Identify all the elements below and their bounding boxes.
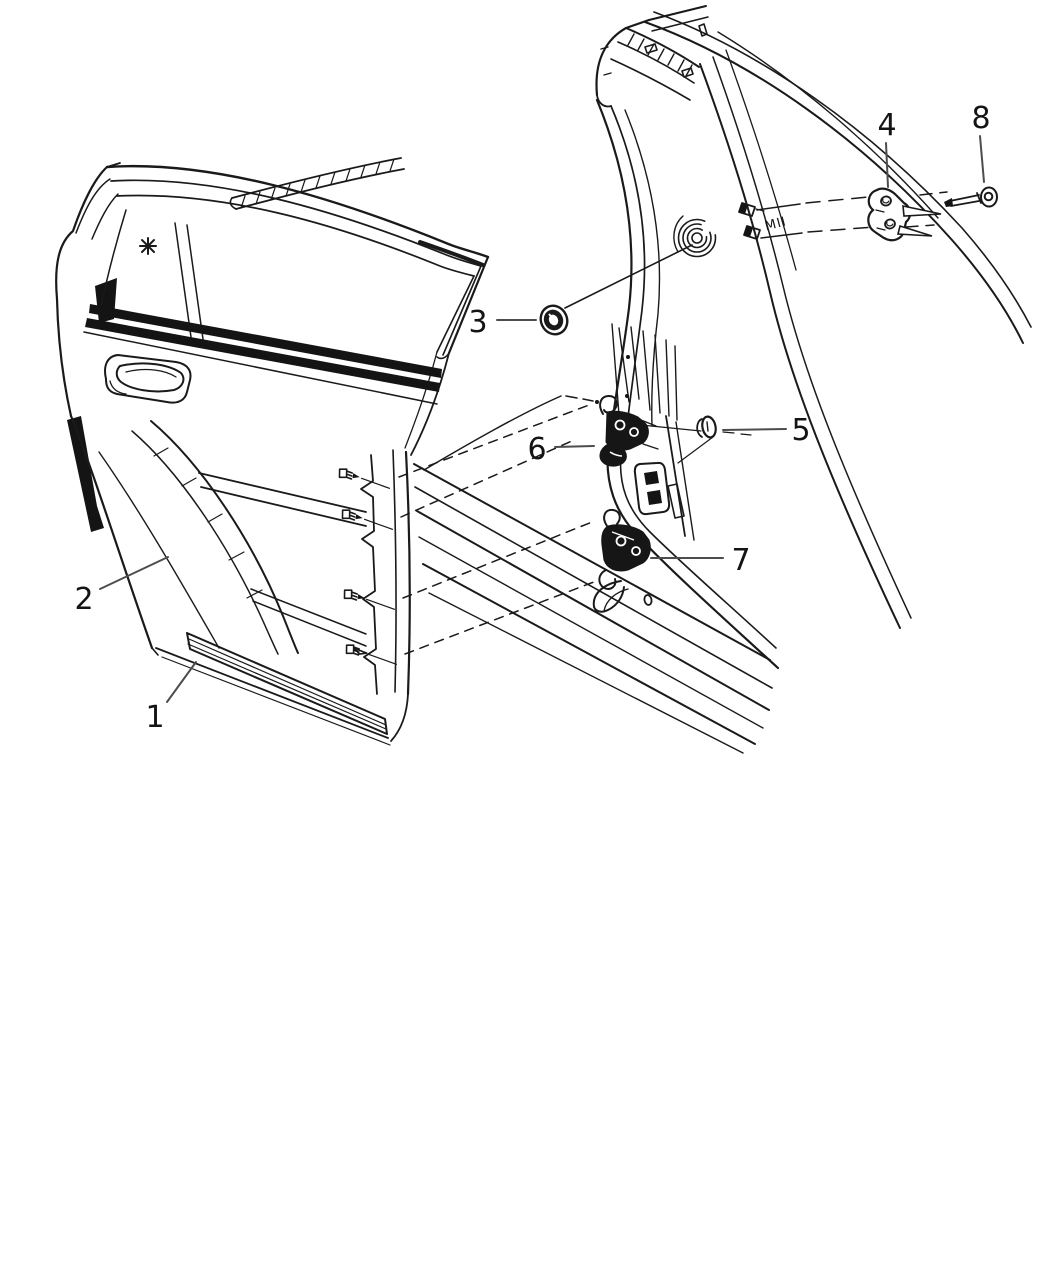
rocker-sill-lines (413, 463, 773, 754)
callout-8-leader (979, 135, 985, 183)
roof-rail-band (644, 11, 1032, 344)
callouts: 1 2 3 4 5 6 7 8 (74, 101, 990, 735)
callout-3-label[interactable]: 3 (468, 305, 487, 340)
alignment-lines (398, 191, 948, 655)
body-aperture-drawing: MII (413, 5, 1032, 754)
pillar-stamp-text: MII (763, 214, 788, 234)
callout-1-label[interactable]: 1 (145, 700, 164, 735)
rear-door-drawing (55, 157, 490, 746)
callout-5-label[interactable]: 5 (791, 413, 810, 448)
pillar-clips: MII (738, 202, 788, 240)
callout-4-label[interactable]: 4 (877, 108, 896, 143)
striker-part (867, 187, 942, 242)
window-frame (105, 164, 490, 456)
callout-8-label[interactable]: 8 (971, 101, 990, 136)
lower-hinge-part (598, 508, 651, 590)
grommet-part (539, 244, 693, 336)
door-handle (104, 354, 192, 404)
plug-part (696, 415, 717, 439)
quarter-inner-shading (611, 323, 678, 429)
callout-7-label[interactable]: 7 (731, 543, 750, 578)
hinge-mount-recess (633, 461, 671, 516)
callout-6-label[interactable]: 6 (527, 432, 546, 467)
door-outer-panel (55, 297, 367, 655)
callout-2-leader (99, 556, 169, 590)
drip-rail-band (229, 157, 405, 210)
door-rear-corner (55, 162, 121, 323)
door-glass (99, 209, 204, 340)
sill-moulding-part (151, 632, 409, 746)
roof-rail-corner (595, 5, 709, 108)
b-pillar-band (595, 98, 780, 670)
grommet-hole (673, 215, 717, 258)
callout-5-leader (722, 428, 787, 431)
glass-marking-star (139, 237, 157, 255)
callout-1-leader (166, 661, 197, 703)
upper-hinge-part (595, 395, 659, 467)
hinge-edge-strip (360, 449, 411, 696)
callout-6-leader (554, 445, 595, 448)
callout-4-leader (885, 142, 889, 188)
hinge-screws (338, 468, 398, 665)
sill-flange-hook (592, 580, 653, 613)
belt-moulding (83, 304, 442, 405)
callout-2-label[interactable]: 2 (74, 582, 93, 617)
quarter-panel-band (699, 49, 912, 629)
bolt-part (944, 186, 998, 208)
